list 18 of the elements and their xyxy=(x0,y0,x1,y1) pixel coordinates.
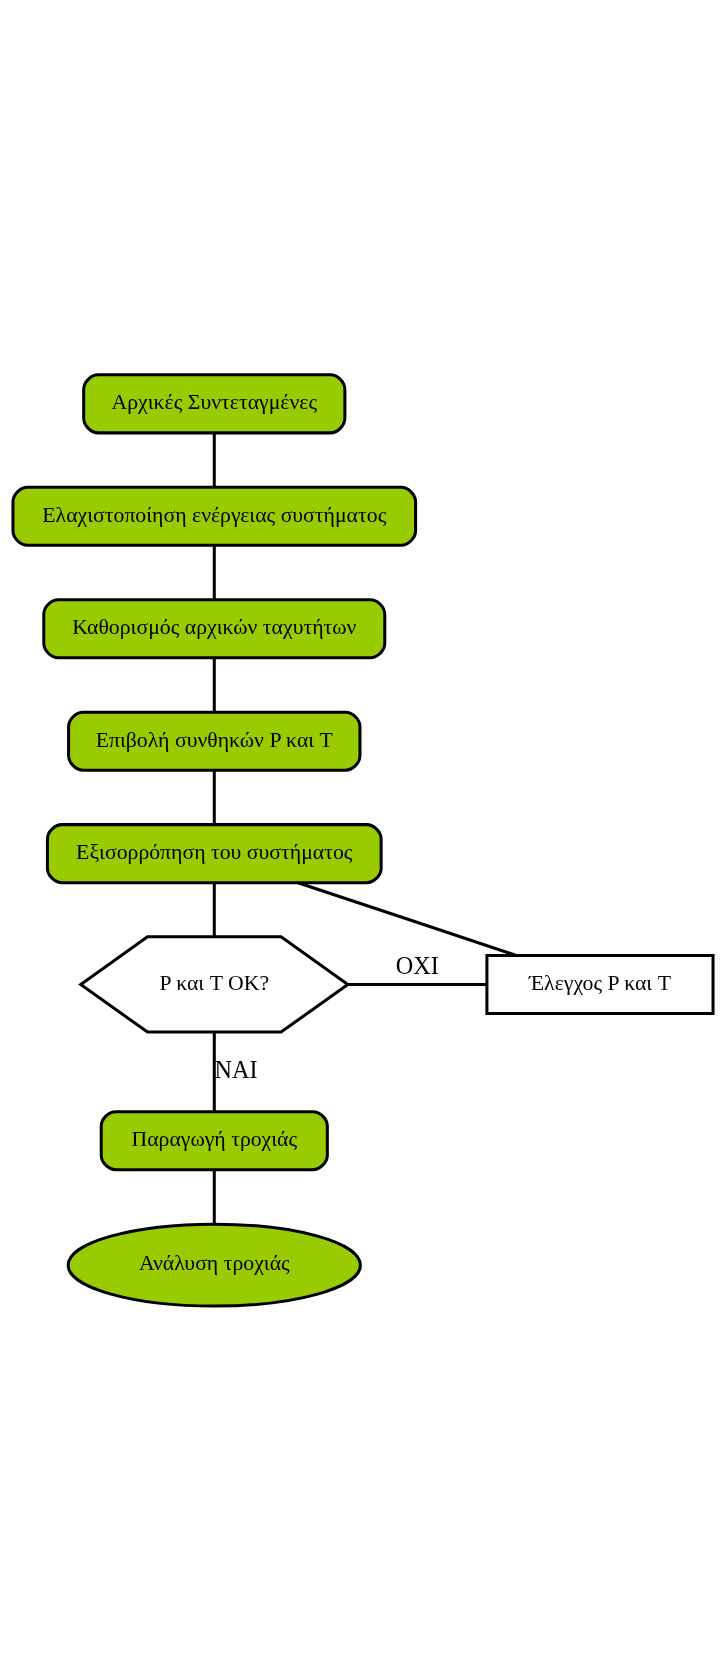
connector xyxy=(212,770,216,825)
connector xyxy=(297,880,517,957)
connector xyxy=(212,657,216,712)
edge-label: ΟΧΙ xyxy=(395,951,439,979)
connector xyxy=(212,545,216,600)
connector xyxy=(212,1031,216,1111)
connector xyxy=(212,432,216,487)
node-box: Ελαχιστοποίηση ενέργειας συστήματος xyxy=(11,485,418,547)
node-box: Παραγωγή τροχιάς xyxy=(99,1109,329,1171)
node-box: Αρχικές Συντεταγμένες xyxy=(82,372,347,434)
node-box: Εξισορρόπηση του συστήματος xyxy=(45,822,383,884)
node-ellipse: Ανάλυση τροχιάς xyxy=(66,1222,362,1308)
connector xyxy=(212,882,216,937)
connector xyxy=(347,982,487,986)
node-box: Έλεγχος P και T xyxy=(485,953,715,1015)
node-box: Καθορισμός αρχικών ταχυτήτων xyxy=(42,597,387,659)
node-box: Επιβολή συνθηκών P και T xyxy=(67,710,362,772)
connector xyxy=(212,1169,216,1224)
